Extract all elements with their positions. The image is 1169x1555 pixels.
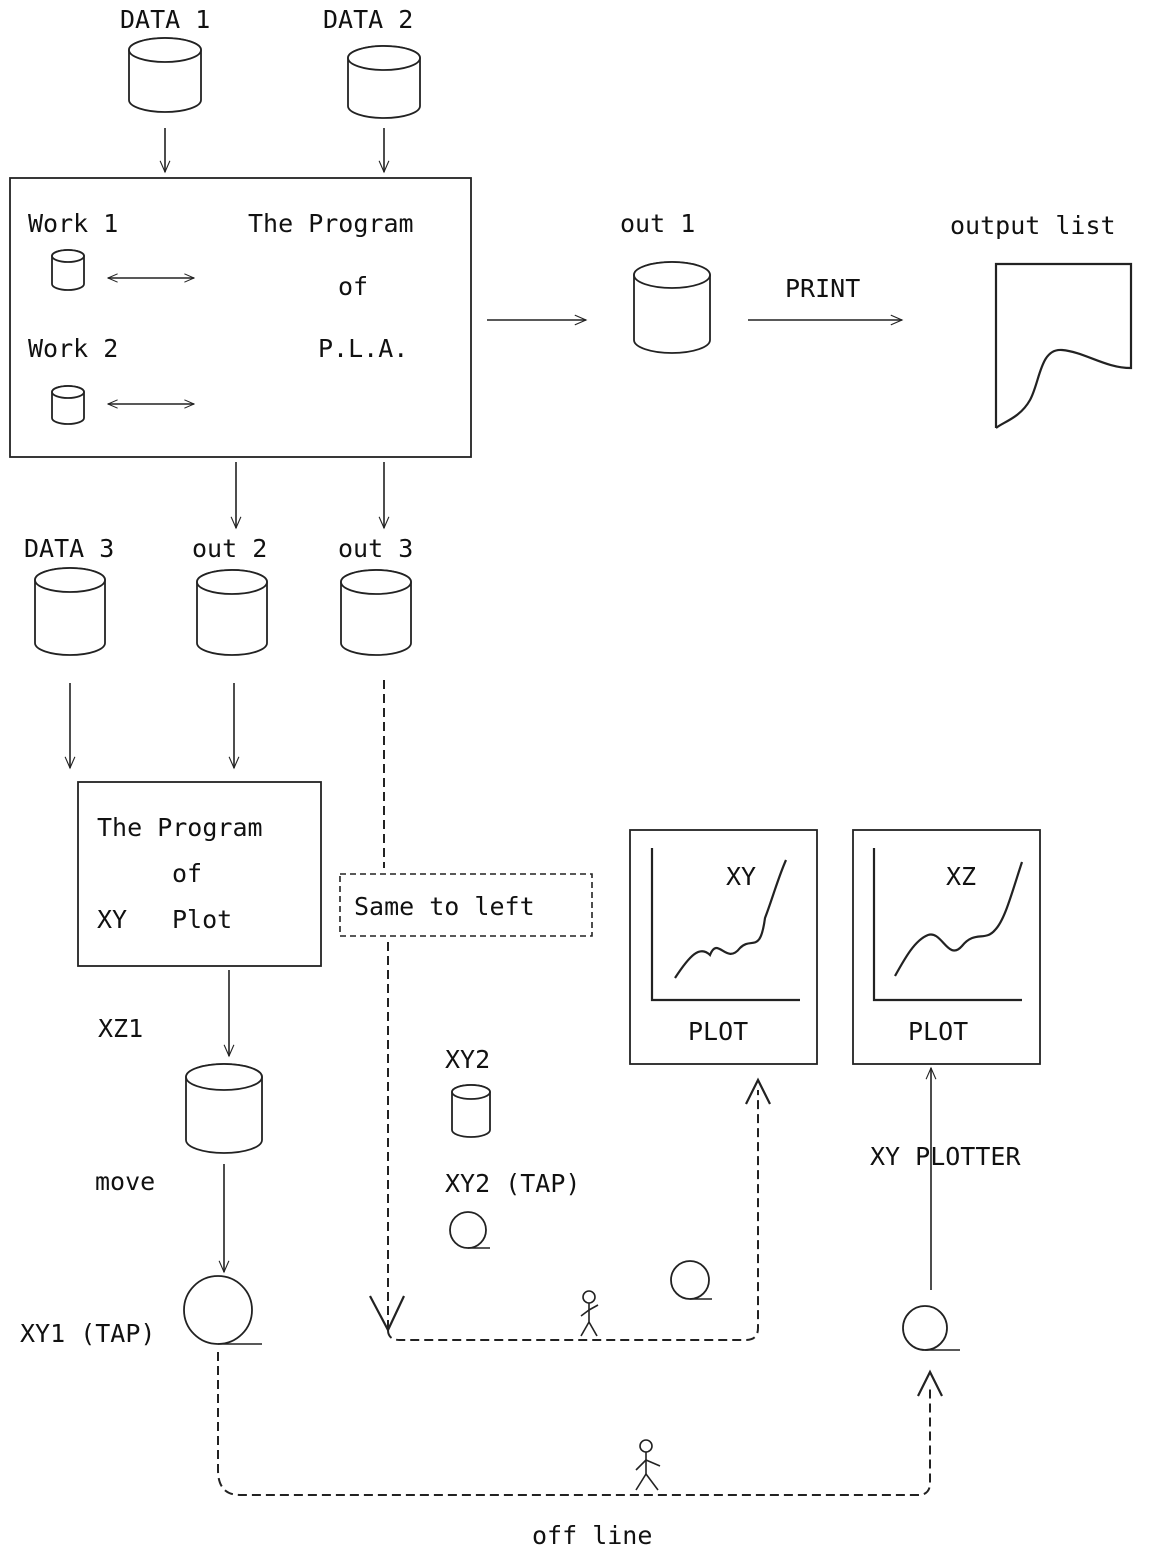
xy2-tape-reel-icon — [450, 1212, 490, 1248]
out1-disk-icon — [634, 262, 710, 353]
pla-program-line2: of — [338, 272, 368, 301]
out3-disk-icon — [341, 570, 411, 655]
plotter-tape-reel-icon — [903, 1306, 960, 1350]
work2-label: Work 2 — [28, 334, 118, 363]
dashed-line-offline — [218, 1352, 930, 1495]
move-label: move — [95, 1167, 155, 1196]
work1-label: Work 1 — [28, 209, 118, 238]
xz1-disk-icon — [186, 1064, 262, 1153]
dashed-line-tape-to-xy-plot — [388, 1090, 758, 1340]
xz-plot-caption: PLOT — [908, 1017, 968, 1046]
xy2-tape-label: XY2 (TAP) — [445, 1169, 580, 1198]
data3-disk-icon — [35, 568, 105, 655]
data3-label: DATA 3 — [24, 534, 114, 563]
xy1-tape-label: XY1 (TAP) — [20, 1319, 155, 1348]
data2-label: DATA 2 — [323, 5, 413, 34]
data1-label: DATA 1 — [120, 5, 210, 34]
print-label: PRINT — [785, 274, 860, 303]
out3-label: out 3 — [338, 534, 413, 563]
out2-disk-icon — [197, 570, 267, 655]
offline-person-icon — [636, 1440, 660, 1490]
data2-disk-icon — [348, 46, 420, 118]
xz-plot-curve-label: XZ — [946, 862, 976, 891]
xy2-label: XY2 — [445, 1045, 490, 1074]
work1-disk-icon — [52, 250, 84, 290]
out1-label: out 1 — [620, 209, 695, 238]
pla-program-line3: P.L.A. — [318, 334, 408, 363]
xy2-disk-icon — [452, 1085, 490, 1137]
xy2-tape-on-path-icon — [671, 1261, 712, 1299]
output-list-document-icon — [996, 264, 1131, 428]
xy-plot-curve-label: XY — [726, 862, 756, 891]
xy-program-line2: of — [172, 859, 202, 888]
xy-plot-caption: PLOT — [688, 1017, 748, 1046]
xy-program-line3b: Plot — [172, 905, 232, 934]
pla-program-line1: The Program — [248, 209, 414, 238]
xy-plotter-label: XY PLOTTER — [870, 1142, 1021, 1171]
same-to-left-label: Same to left — [354, 892, 535, 921]
xz1-label: XZ1 — [98, 1014, 143, 1043]
out2-label: out 2 — [192, 534, 267, 563]
output-list-label: output list — [950, 211, 1116, 240]
xy-program-line1: The Program — [97, 813, 263, 842]
xy1-tape-reel-icon — [184, 1276, 262, 1344]
person-icon — [581, 1291, 598, 1336]
work2-disk-icon — [52, 386, 84, 424]
xy-program-line3a: XY — [97, 905, 127, 934]
off-line-label: off line — [532, 1521, 652, 1550]
data1-disk-icon — [129, 38, 201, 112]
